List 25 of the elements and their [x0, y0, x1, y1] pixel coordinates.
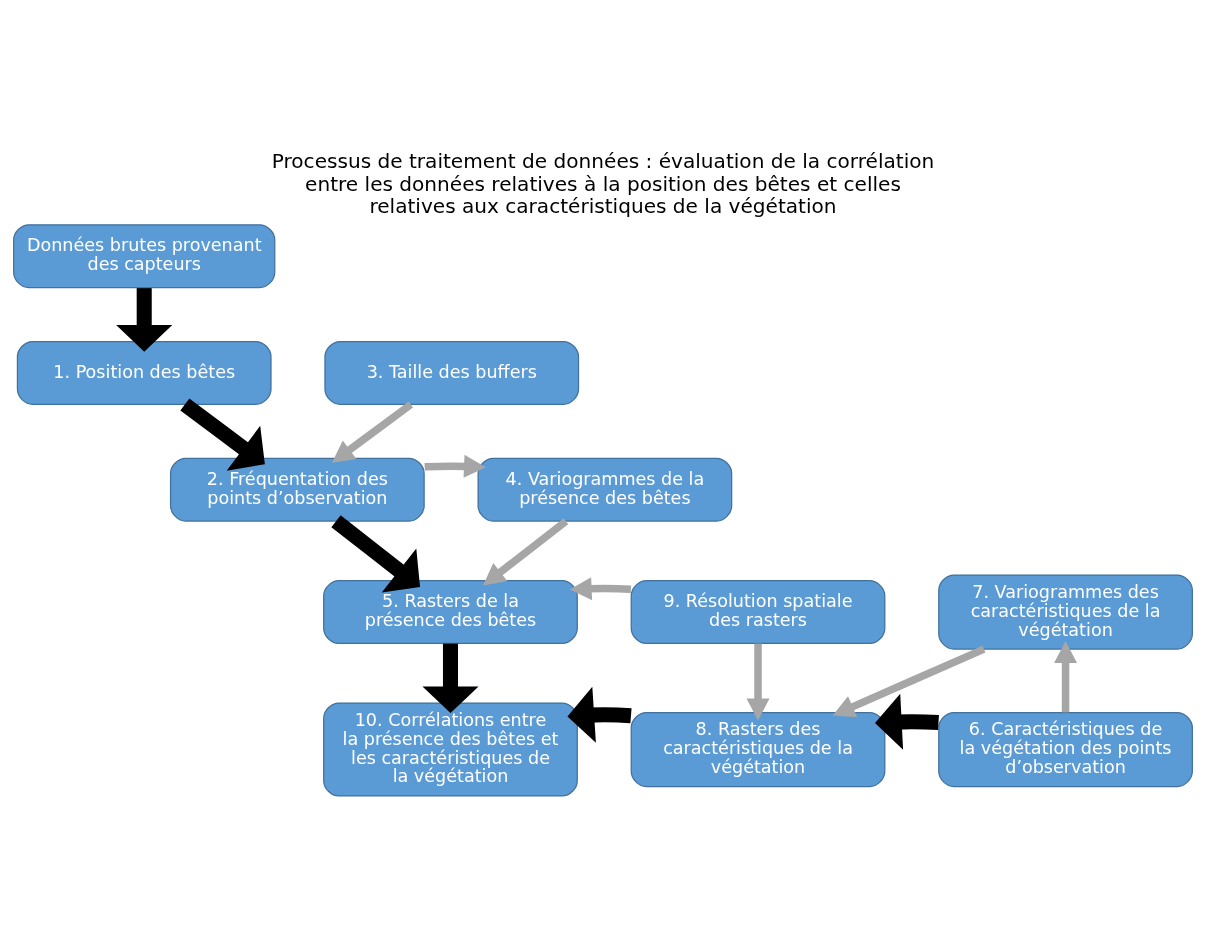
- node-box: 8. Rasters des caractéristiques de la végétation: [630, 711, 886, 787]
- arrow: [422, 643, 479, 713]
- node-box: 1. Position des bêtes: [16, 340, 272, 405]
- arrow: [875, 693, 939, 750]
- arrow: [832, 645, 986, 717]
- arrow: [746, 643, 770, 720]
- arrow: [180, 398, 265, 471]
- arrow: [424, 454, 486, 478]
- node-box: 9. Résolution spatiale des rasters: [630, 579, 886, 644]
- arrow: [332, 401, 413, 463]
- arrow: [567, 686, 632, 743]
- node-box: 2. Fréquentation des points d’observation: [169, 457, 425, 522]
- node-box: 4. Variogrammes de la présence des bêtes: [477, 457, 733, 522]
- node-box: 3. Taille des buffers: [324, 340, 580, 405]
- arrow: [116, 287, 173, 352]
- arrow: [331, 514, 421, 593]
- node-box: 5. Rasters de la présence des bêtes: [323, 579, 578, 644]
- node-box: Données brutes provenant des capteurs: [13, 223, 276, 288]
- arrow: [569, 576, 632, 600]
- diagram-title: Processus de traitement de données : évaluation de la corrélation entre les données relatives à la position des bêtes et celles relatives aux caractéristiques de la végétation: [271, 148, 935, 218]
- node-box: 6. Caractéristiques de la végétation des points d’observation: [938, 711, 1193, 787]
- arrow: [1054, 640, 1078, 712]
- arrow: [483, 517, 569, 586]
- node-box: 7. Variogrammes des caractéristiques de la végétation: [938, 573, 1193, 650]
- node-box: 10. Corrélations entre la présence des bêtes et les caractéristiques de la végétation: [323, 701, 578, 797]
